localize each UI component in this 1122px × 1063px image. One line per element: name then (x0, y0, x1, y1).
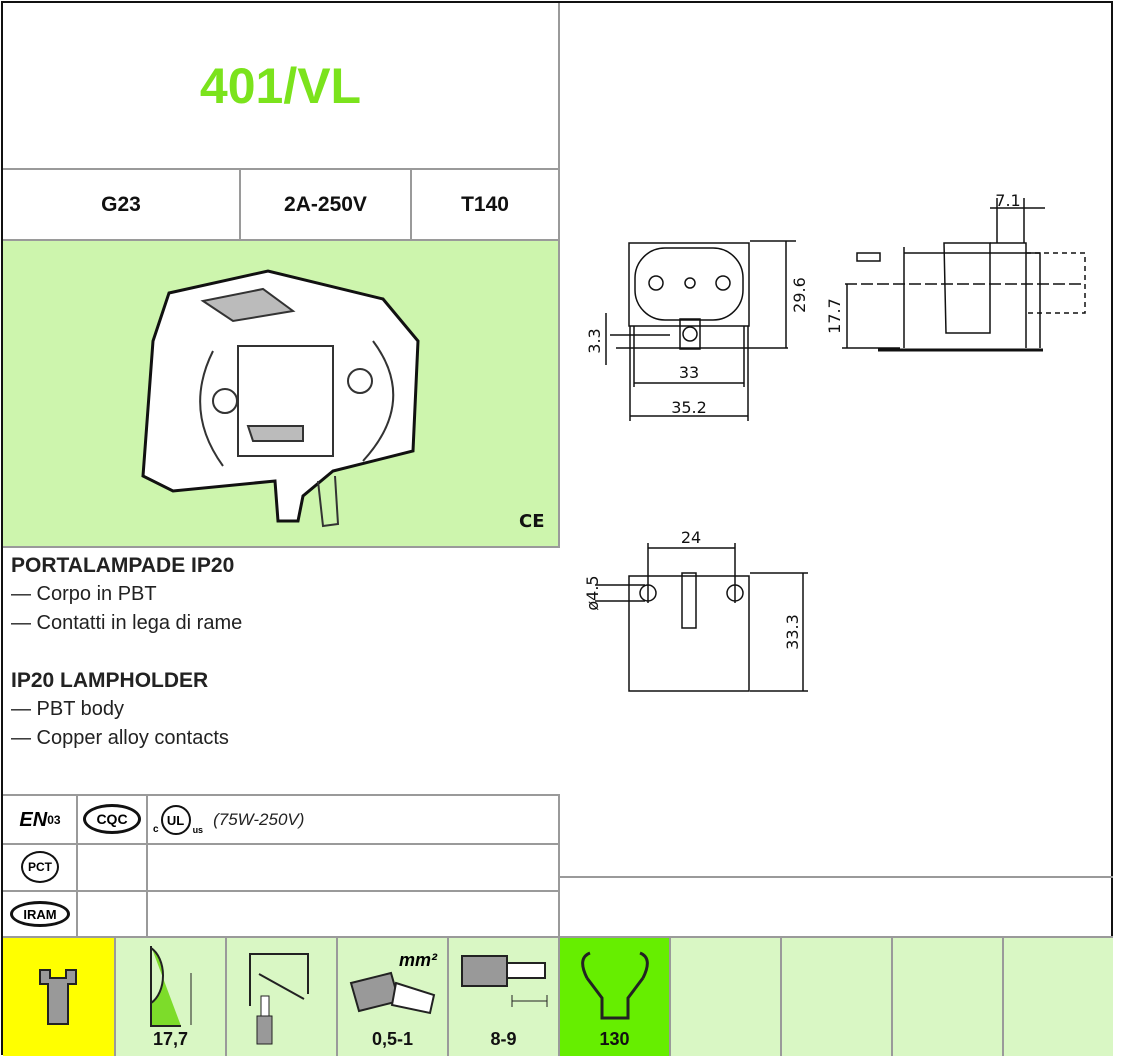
dim-outer-width: 35.2 (671, 398, 707, 417)
gost-logo: PCT (21, 851, 59, 883)
empty-cell (782, 938, 893, 1056)
bottom-view (628, 575, 750, 692)
spec-rating: 2A-250V (241, 170, 412, 241)
ul-logo: UL (160, 805, 191, 835)
description: PORTALAMPADE IP20 — Corpo in PBT — Conta… (11, 551, 551, 753)
spec-temperature: T140 (412, 170, 560, 241)
lampholder-illustration: CE (141, 269, 545, 532)
description-item: — Contatti in lega di rame (11, 612, 243, 634)
empty-row (560, 876, 1113, 938)
unit-label: mm² (398, 950, 437, 970)
wire-section-cell: mm² 0,5-1 (338, 938, 449, 1056)
push-wire-cell (227, 938, 338, 1056)
strip-length-value: 8-9 (490, 1029, 517, 1049)
technical-drawings: 29.6 3.3 33 35.2 7.1 17.7 24 ø4.5 33.3 (583, 191, 1086, 692)
empty-cell (1004, 938, 1113, 1056)
lamp-clip-icon (581, 951, 649, 1020)
dim-offset: 3.3 (585, 328, 604, 353)
dim-height: 29.6 (790, 277, 809, 313)
description-heading-it: PORTALAMPADE IP20 (11, 554, 235, 577)
lamp-clip-cell: 130 (560, 938, 671, 1056)
description-item: — PBT body (11, 698, 125, 720)
screw-terminal-cell (3, 938, 116, 1056)
product-code: 401/VL (3, 3, 560, 170)
dim-axis-height: 17.7 (825, 298, 844, 334)
product-photo: CE (3, 241, 560, 548)
ul-listing: c UL us (75W-250V) (153, 805, 304, 835)
dim-hole-spacing: 24 (681, 528, 701, 547)
empty-cell (893, 938, 1004, 1056)
dim-bottom-height: 33.3 (783, 614, 802, 650)
wire-section-value: 0,5-1 (371, 1029, 414, 1049)
push-wire-icon (249, 953, 309, 1045)
dim-hole-diameter: ø4.5 (583, 575, 602, 610)
spec-socket: G23 (3, 170, 241, 241)
strip-length-cell: 8-9 (449, 938, 560, 1056)
description-heading-en: IP20 LAMPHOLDER (11, 669, 209, 692)
cqc-logo: CQC (83, 804, 141, 834)
empty-cell (671, 938, 782, 1056)
lamp-clip-value: 130 (599, 1029, 630, 1049)
mounting-height-icon (150, 946, 192, 1027)
description-item: — Copper alloy contacts (11, 727, 229, 749)
description-item: — Corpo in PBT (11, 583, 157, 605)
wire-section-icon (349, 971, 436, 1015)
ul-rating: (75W-250V) (213, 810, 305, 829)
dim-depth: 7.1 (995, 191, 1020, 210)
mounting-height-cell: 17,7 (116, 938, 227, 1056)
mounting-height-value: 17,7 (152, 1029, 189, 1049)
strip-length-icon (461, 955, 548, 1007)
iram-logo: IRAM (10, 901, 70, 927)
front-view (628, 242, 750, 327)
dim-inner-width: 33 (679, 363, 699, 382)
screw-terminal-icon (39, 969, 77, 1025)
ce-mark: CE (519, 511, 545, 532)
